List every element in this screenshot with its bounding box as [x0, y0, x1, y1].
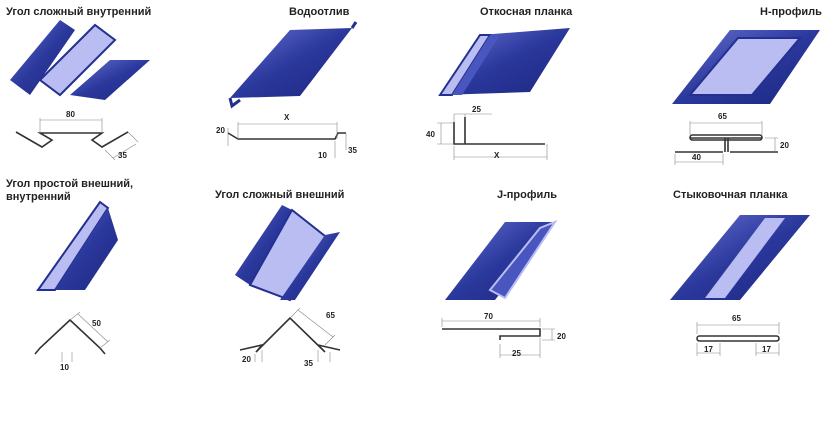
profile-j-profile: J-профиль 70 20 25: [441, 189, 566, 358]
profile-window-slope-strip: Откосная планка 25 40 X: [426, 6, 573, 160]
dimension-label: 65: [732, 314, 741, 323]
profile-3d-illustration: [670, 215, 810, 300]
dimension-label: 20: [216, 126, 225, 135]
profile-3d-illustration: [228, 21, 358, 109]
dimension-label: 20: [242, 355, 251, 364]
dimension-label: 70: [484, 312, 493, 321]
profile-outer-complex-corner: Угол сложный внешний 65 20 35: [215, 189, 344, 368]
profile-title: Стыковочная планка: [673, 189, 788, 201]
dimension-label: 17: [762, 345, 771, 354]
profile-cross-section: 70 20 25: [441, 312, 566, 358]
dimension-label: 35: [304, 359, 313, 368]
profile-drip-cap: Водоотлив X 20 10 35: [216, 6, 357, 160]
profile-title: J-профиль: [497, 189, 557, 201]
dimension-label: 40: [692, 153, 701, 162]
profile-title: Угол сложный внешний: [215, 189, 344, 201]
dimension-label: 65: [326, 311, 335, 320]
profile-3d-illustration: [36, 200, 118, 291]
dimension-label: 80: [66, 110, 75, 119]
profile-cross-section: X 20 10 35: [216, 113, 357, 160]
profile-simple-corner: Угол простой внешний, внутренний 50 10: [6, 178, 133, 372]
dimension-label: 40: [426, 130, 435, 139]
dimension-label: 35: [118, 151, 127, 160]
profile-title: Угол сложный внутренний: [6, 6, 151, 18]
profile-3d-illustration: [672, 30, 820, 104]
profile-cross-section: 65 20 40: [674, 112, 789, 165]
dimension-label: 35: [348, 146, 357, 155]
dimension-label: 25: [512, 349, 521, 358]
dimension-label: 10: [60, 363, 69, 372]
profile-3d-illustration: [445, 219, 558, 300]
dimension-label: 65: [718, 112, 727, 121]
profile-3d-illustration: [438, 28, 570, 96]
profile-title: Водоотлив: [289, 6, 350, 18]
profile-joint-strip: Стыковочная планка 65 17 17: [670, 189, 810, 356]
profile-cross-section: 25 40 X: [426, 105, 548, 160]
profile-cross-section: 65 17 17: [696, 314, 780, 356]
profile-inner-complex-corner: Угол сложный внутренний 80 35: [6, 6, 151, 161]
profile-cross-section: 80 35: [15, 110, 139, 161]
profile-3d-illustration: [10, 20, 150, 100]
profile-title: внутренний: [6, 191, 71, 203]
profile-title: Н-профиль: [760, 6, 822, 18]
dimension-label: 20: [557, 332, 566, 341]
profile-title: Откосная планка: [480, 6, 573, 18]
dimension-label: 50: [92, 319, 101, 328]
dimension-label: X: [284, 113, 290, 122]
dimension-label: 17: [704, 345, 713, 354]
profile-h-profile: Н-профиль 65 20 40: [672, 6, 822, 165]
dimension-label: 10: [318, 151, 327, 160]
dimension-label: X: [494, 151, 500, 160]
profile-cross-section: 65 20 35: [239, 307, 341, 368]
dimension-label: 20: [780, 141, 789, 150]
dimension-label: 25: [472, 105, 481, 114]
profile-cross-section: 50 10: [34, 311, 111, 372]
profile-title: Угол простой внешний,: [6, 178, 133, 190]
profile-3d-illustration: [235, 205, 340, 302]
